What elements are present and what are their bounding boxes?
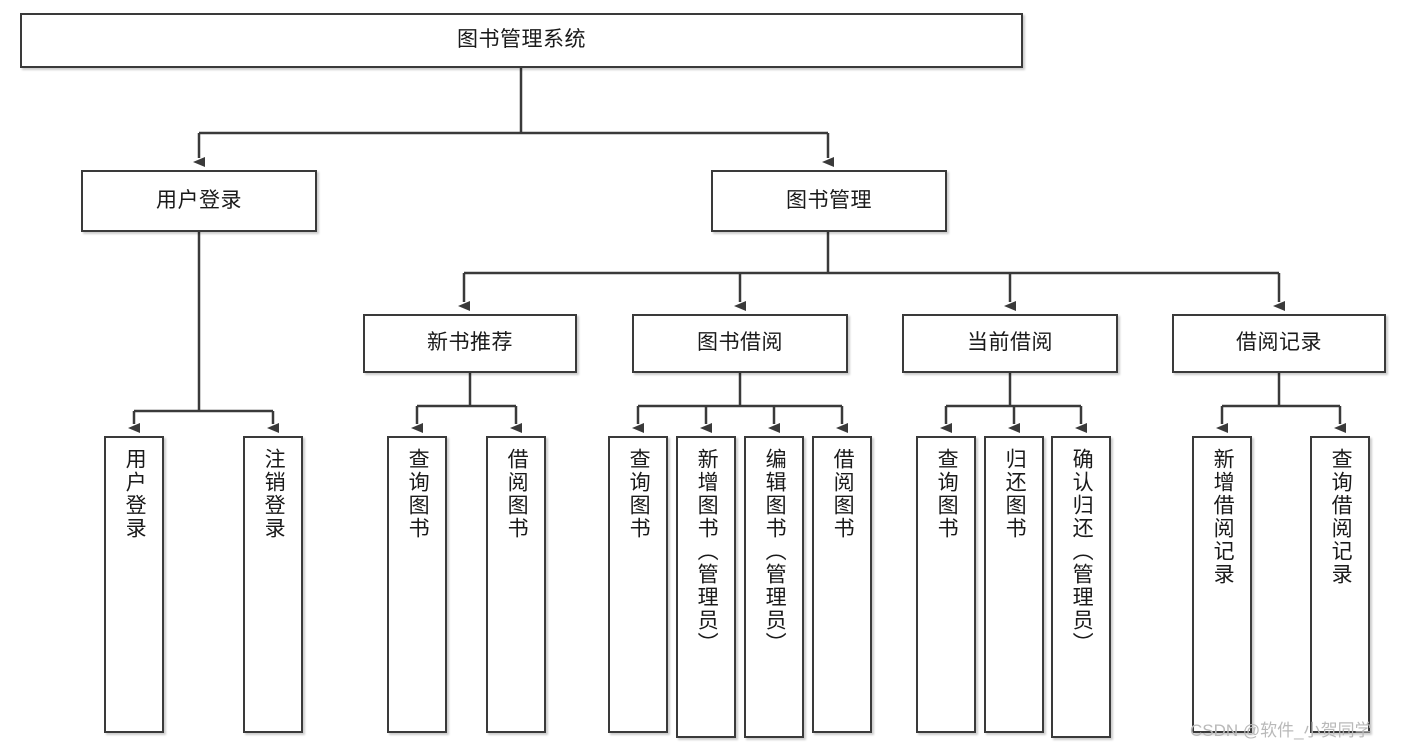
node-leaf-query-borrow-record[interactable]: 查询借阅记录	[1310, 436, 1370, 733]
node-leaf-borrow-book-recommend[interactable]: 借阅图书	[486, 436, 546, 733]
node-label: 查询图书	[627, 448, 651, 540]
node-label: 查询图书	[406, 448, 430, 540]
connector-group-book-mgmt	[458, 232, 1285, 311]
connector-group-new-books	[411, 373, 522, 433]
connector-group-book-borrow	[632, 373, 848, 433]
node-label: 新书推荐	[427, 331, 513, 355]
node-leaf-confirm-return-admin[interactable]: 确认归还（管理员）	[1051, 436, 1111, 738]
node-label: 当前借阅	[967, 331, 1053, 355]
csdn-watermark: CSDN @软件_小贺同学	[1190, 721, 1372, 740]
node-leaf-user-login[interactable]: 用户登录	[104, 436, 164, 733]
node-book-management[interactable]: 图书管理	[711, 170, 947, 232]
node-leaf-logout[interactable]: 注销登录	[243, 436, 303, 733]
node-borrow-record[interactable]: 借阅记录	[1172, 314, 1386, 373]
node-label: 新增借阅记录	[1211, 448, 1235, 586]
node-root-system[interactable]: 图书管理系统	[20, 13, 1023, 68]
connector-group-borrow-record	[1216, 373, 1346, 433]
node-label: 借阅图书	[505, 448, 529, 540]
node-leaf-add-borrow-record[interactable]: 新增借阅记录	[1192, 436, 1252, 733]
connector-group-current-borrow	[940, 373, 1087, 433]
node-label: 借阅记录	[1236, 331, 1322, 355]
node-leaf-add-book-admin[interactable]: 新增图书（管理员）	[676, 436, 736, 738]
node-user-login[interactable]: 用户登录	[81, 170, 317, 232]
node-leaf-borrow-book[interactable]: 借阅图书	[812, 436, 872, 733]
connector-group-user-login	[128, 232, 279, 433]
node-leaf-query-book-recommend[interactable]: 查询图书	[387, 436, 447, 733]
node-label: 图书管理	[786, 188, 872, 212]
node-leaf-edit-book-admin[interactable]: 编辑图书（管理员）	[744, 436, 804, 738]
node-label: 用户登录	[123, 448, 147, 540]
node-label: 图书借阅	[697, 331, 783, 355]
node-label: 注销登录	[262, 448, 286, 540]
node-label: 新增图书（管理员）	[695, 448, 719, 655]
node-label: 确认归还（管理员）	[1070, 448, 1094, 655]
node-leaf-query-book-borrow[interactable]: 查询图书	[608, 436, 668, 733]
node-label: 归还图书	[1003, 448, 1027, 540]
node-label: 查询图书	[935, 448, 959, 540]
node-new-book-recommend[interactable]: 新书推荐	[363, 314, 577, 373]
node-current-borrow[interactable]: 当前借阅	[902, 314, 1118, 373]
connector-group-root	[193, 68, 834, 167]
node-leaf-query-book-current[interactable]: 查询图书	[916, 436, 976, 733]
node-book-borrow[interactable]: 图书借阅	[632, 314, 848, 373]
node-label: 用户登录	[156, 188, 242, 212]
node-label: 查询借阅记录	[1329, 448, 1353, 586]
node-label: 编辑图书（管理员）	[763, 448, 787, 655]
node-label: 图书管理系统	[457, 28, 586, 52]
node-leaf-return-book[interactable]: 归还图书	[984, 436, 1044, 733]
node-label: 借阅图书	[831, 448, 855, 540]
